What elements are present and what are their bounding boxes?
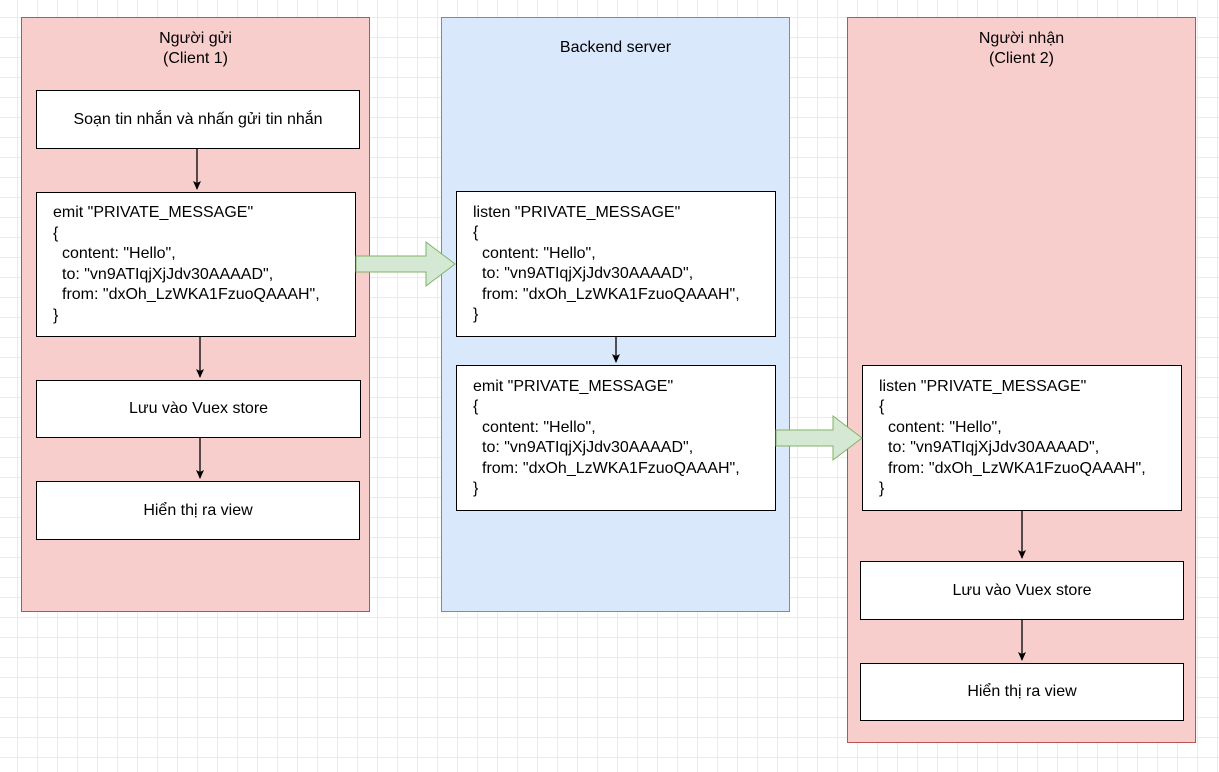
code-head: listen "PRIVATE_MESSAGE" bbox=[879, 377, 1087, 395]
sender-emit-box[interactable]: emit "PRIVATE_MESSAGE" { content: "Hello… bbox=[36, 192, 356, 337]
code-content-line: content: "Hello", bbox=[482, 418, 596, 436]
server-lane-title: Backend server bbox=[559, 39, 672, 56]
code-from-line: from: "dxOh_LzWKA1FzuoQAAAH", bbox=[482, 285, 740, 303]
code-head: listen "PRIVATE_MESSAGE" bbox=[473, 203, 681, 221]
sender-save-store-label: Lưu vào Vuex store bbox=[128, 400, 269, 417]
code-close-brace: } bbox=[473, 306, 479, 323]
code-close-brace: } bbox=[53, 306, 59, 324]
code-close-brace: } bbox=[879, 480, 885, 497]
code-head: emit "PRIVATE_MESSAGE" bbox=[473, 377, 674, 395]
code-close-brace: } bbox=[473, 480, 479, 497]
code-from-line: from: "dxOh_LzWKA1FzuoQAAAH", bbox=[482, 459, 740, 477]
sender-render-view-box[interactable]: Hiển thị ra view bbox=[36, 481, 360, 540]
server-emit-box[interactable]: emit "PRIVATE_MESSAGE" { content: "Hello… bbox=[456, 365, 776, 511]
code-to-line: to: "vn9ATIqjXjJdv30AAAAD", bbox=[482, 439, 694, 456]
code-open-brace: { bbox=[473, 398, 479, 415]
sender-emit-code: emit "PRIVATE_MESSAGE" { content: "Hello… bbox=[53, 203, 320, 326]
receiver-save-store-label: Lưu vào Vuex store bbox=[952, 581, 1092, 599]
receiver-save-store-box[interactable]: Lưu vào Vuex store bbox=[860, 561, 1184, 620]
code-from-line: from: "dxOh_LzWKA1FzuoQAAAH", bbox=[888, 459, 1146, 477]
sender-render-view-label: Hiển thị ra view bbox=[143, 501, 253, 519]
server-listen-box[interactable]: listen "PRIVATE_MESSAGE" { content: "Hel… bbox=[456, 191, 776, 337]
compose-message-label: Soạn tin nhắn và nhấn gửi tin nhắn bbox=[73, 110, 323, 128]
code-to-line: to: "vn9ATIqjXjJdv30AAAAD", bbox=[482, 265, 694, 282]
code-to-line: to: "vn9ATIqjXjJdv30AAAAD", bbox=[888, 439, 1100, 456]
code-from-line: from: "dxOh_LzWKA1FzuoQAAAH", bbox=[62, 286, 320, 303]
receiver-render-view-label: Hiển thị ra view bbox=[967, 683, 1077, 700]
receiver-listen-box[interactable]: listen "PRIVATE_MESSAGE" { content: "Hel… bbox=[862, 365, 1182, 511]
receiver-listen-code: listen "PRIVATE_MESSAGE" { content: "Hel… bbox=[879, 377, 1146, 500]
code-open-brace: { bbox=[879, 398, 885, 415]
code-to-line: to: "vn9ATIqjXjJdv30AAAAD", bbox=[62, 265, 274, 283]
server-emit-code: emit "PRIVATE_MESSAGE" { content: "Hello… bbox=[473, 377, 740, 500]
sender-lane-title: Người gửi (Client 1) bbox=[159, 30, 232, 67]
compose-message-box[interactable]: Soạn tin nhắn và nhấn gửi tin nhắn bbox=[36, 90, 360, 149]
server-listen-code: listen "PRIVATE_MESSAGE" { content: "Hel… bbox=[473, 203, 740, 326]
receiver-render-view-box[interactable]: Hiển thị ra view bbox=[860, 663, 1184, 721]
code-content-line: content: "Hello", bbox=[62, 245, 176, 262]
receiver-lane-title: Người nhận (Client 2) bbox=[978, 30, 1065, 67]
code-content-line: content: "Hello", bbox=[888, 418, 1002, 436]
code-content-line: content: "Hello", bbox=[482, 244, 596, 262]
code-open-brace: { bbox=[473, 224, 479, 241]
sender-save-store-box[interactable]: Lưu vào Vuex store bbox=[36, 380, 361, 438]
code-open-brace: { bbox=[53, 224, 59, 242]
code-head: emit "PRIVATE_MESSAGE" bbox=[53, 204, 254, 221]
